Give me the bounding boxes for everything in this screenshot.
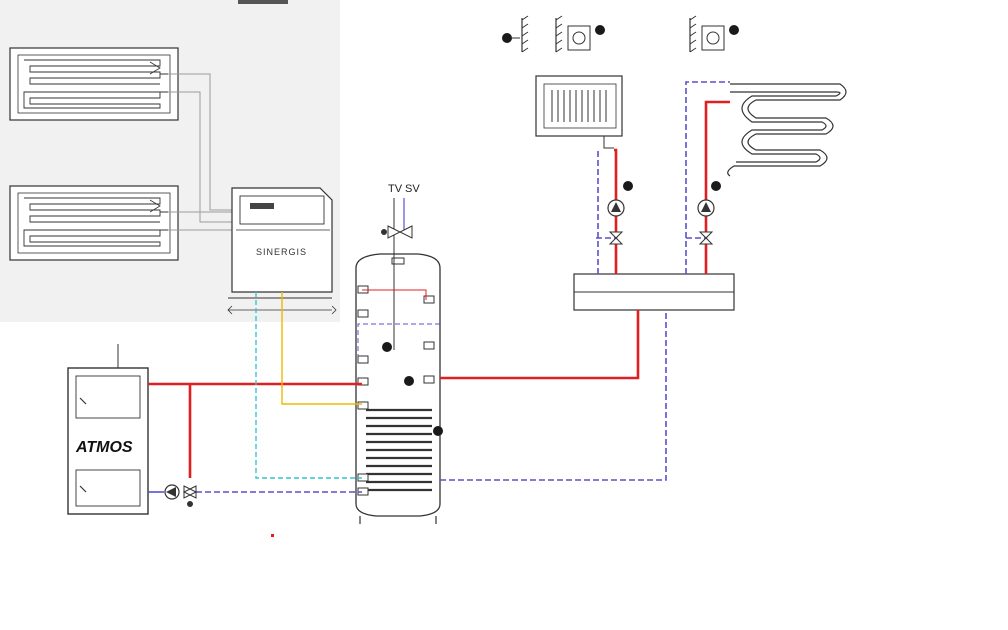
panel-connection-lines <box>168 73 232 231</box>
tank-temperature-sensors <box>382 342 443 436</box>
tank-internal-return <box>357 323 440 356</box>
tv-label: TV <box>388 183 403 195</box>
return-pipes <box>196 81 730 493</box>
boiler-brand-label: ATMOS <box>75 439 133 456</box>
floor-heating-coil <box>727 83 847 177</box>
underfloor-heating-panel-bottom <box>9 185 179 261</box>
gas-boiler-logo: SINERGIS <box>256 247 307 257</box>
outdoor-sensor <box>502 15 529 53</box>
gas-boiler-coil-pipe <box>281 292 362 405</box>
stray-marker <box>271 534 274 537</box>
buffer-storage-tank <box>355 253 441 524</box>
tank-mixing-valve <box>381 225 413 239</box>
room-thermostat-floor <box>689 15 739 53</box>
top-bar-marker <box>238 0 288 4</box>
radiator-circuit-pump <box>607 181 633 245</box>
dhw-cold-pipe <box>255 292 362 479</box>
room-thermostat-radiator <box>555 15 605 53</box>
tank-internal-flow <box>362 289 427 300</box>
boiler-circulation-pump <box>164 484 198 507</box>
solid-fuel-boiler: ATMOS <box>67 344 149 515</box>
radiator <box>535 75 623 149</box>
floor-circuit-pump <box>697 181 721 245</box>
sv-label: SV <box>405 183 420 195</box>
gas-condensing-boiler: SINERGIS <box>227 187 337 315</box>
hydraulic-manifold <box>573 273 735 311</box>
underfloor-heating-panel-top <box>9 47 179 121</box>
